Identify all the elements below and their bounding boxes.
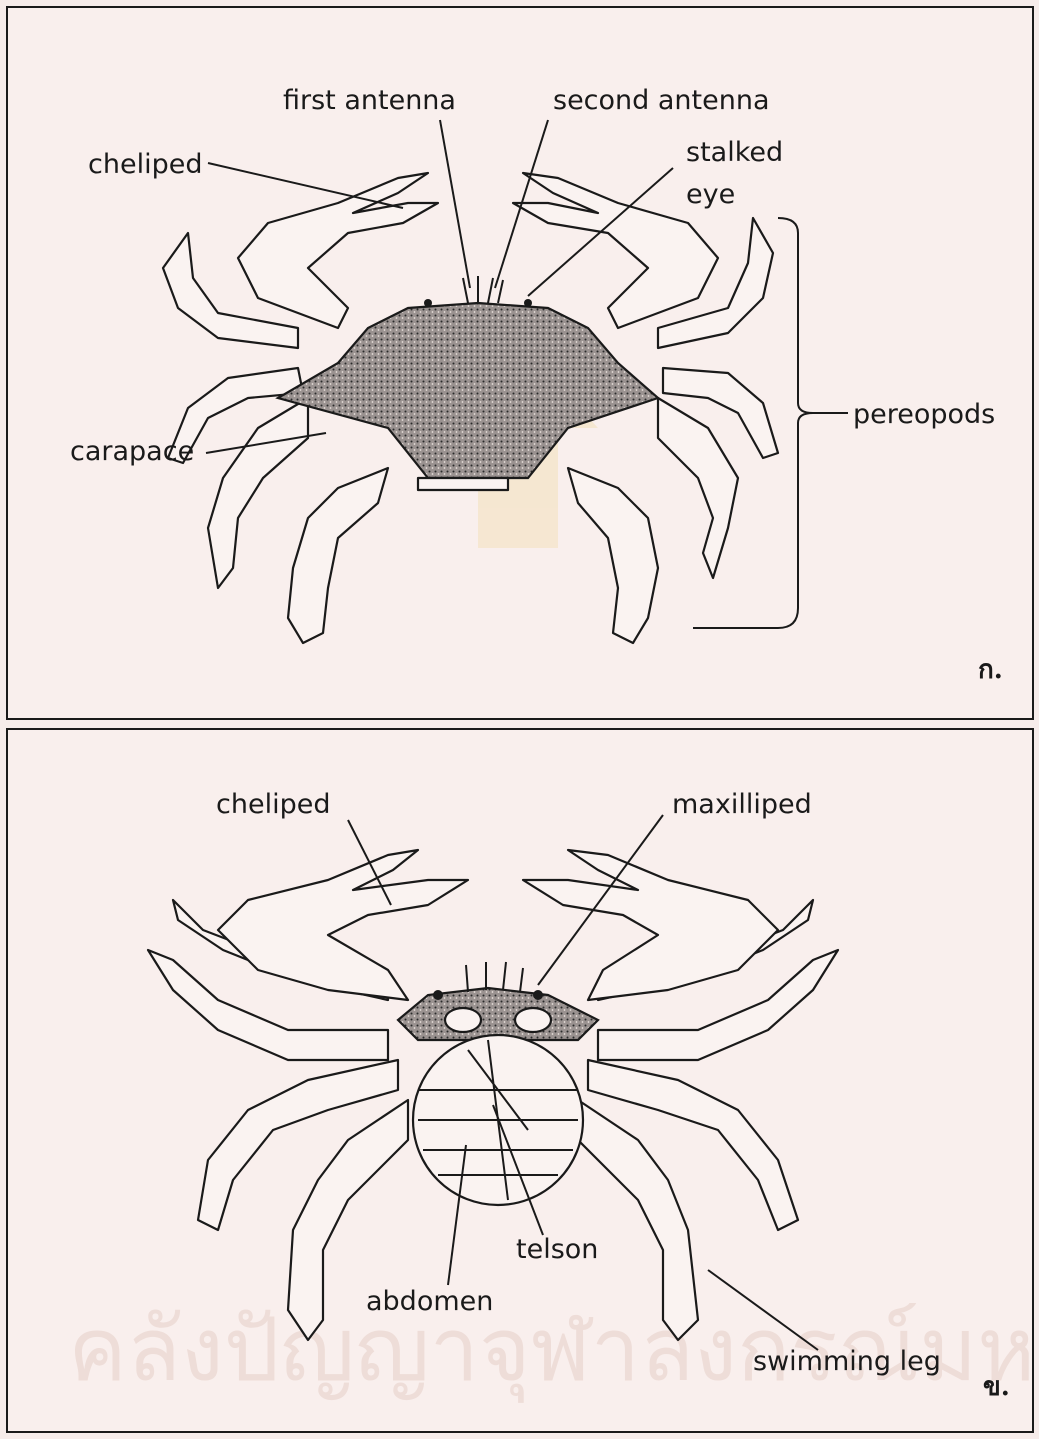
label-cheliped-ventral: cheliped xyxy=(216,789,330,820)
label-stalked: stalked xyxy=(686,137,783,168)
ventral-carapace-rim xyxy=(398,988,598,1040)
label-maxilliped: maxilliped xyxy=(672,789,812,820)
label-swimming-leg: swimming leg xyxy=(753,1346,941,1377)
diagram-panel-dorsal: first antenna second antenna cheliped st… xyxy=(6,6,1034,720)
ventral-chelipeds xyxy=(218,850,778,1000)
label-second-antenna: second antenna xyxy=(553,85,770,116)
label-telson: telson xyxy=(516,1234,598,1265)
ventral-crab-svg: คลังปัญญาจุฬาลงกรณ์มหาวิทยาลัย xyxy=(8,730,1032,1431)
label-eye: eye xyxy=(686,179,735,210)
diagram-panel-ventral: คลังปัญญาจุฬาลงกรณ์มหาวิทยาลัย xyxy=(6,728,1034,1433)
label-abdomen: abdomen xyxy=(366,1286,493,1317)
eyes-and-antennae xyxy=(424,276,532,307)
label-carapace: carapace xyxy=(70,436,194,467)
label-first-antenna: first antenna xyxy=(283,85,456,116)
panel-tag-a: ก. xyxy=(978,655,1003,685)
label-cheliped-dorsal: cheliped xyxy=(88,149,202,180)
dorsal-crab-svg: first antenna second antenna cheliped st… xyxy=(8,8,1032,718)
label-pereopods: pereopods xyxy=(853,399,995,430)
abdomen-tip xyxy=(418,478,508,490)
panel-tag-b: ข. xyxy=(983,1372,1010,1402)
carapace-shell xyxy=(278,303,658,478)
